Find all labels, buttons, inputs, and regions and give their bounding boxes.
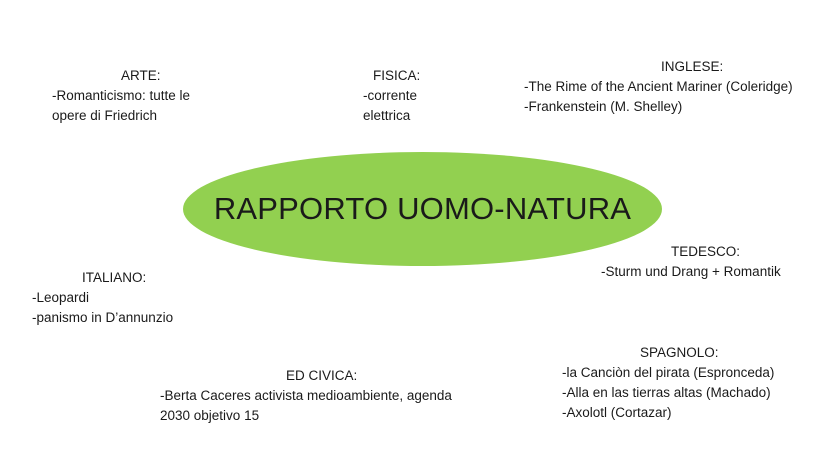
subject-italiano-line: -Leopardi	[32, 290, 90, 305]
subject-inglese-heading: INGLESE:	[661, 59, 724, 74]
central-topic-title: RAPPORTO UOMO-NATURA	[213, 191, 632, 226]
subject-tedesco-line: -Sturm und Drang + Romantik	[601, 264, 781, 279]
subject-edcivica-line: 2030 objetivo 15	[160, 408, 260, 423]
subject-tedesco: TEDESCO: -Sturm und Drang + Romantik	[601, 242, 801, 282]
subject-arte-heading: ARTE:	[121, 68, 161, 83]
subject-inglese-line: -The Rime of the Ancient Mariner (Coleri…	[524, 79, 793, 94]
subject-inglese: INGLESE: -The Rime of the Ancient Marine…	[524, 57, 814, 117]
subject-edcivica: ED CIVICA: -Berta Caceres activista medi…	[160, 366, 480, 426]
subject-italiano: ITALIANO: -Leopardi -panismo in D’annunz…	[32, 268, 202, 328]
subject-spagnolo-line: -Axolotl (Cortazar)	[562, 405, 672, 420]
subject-spagnolo: SPAGNOLO: -la Canciòn del pirata (Espron…	[562, 343, 792, 423]
subject-italiano-heading: ITALIANO:	[82, 270, 147, 285]
subject-italiano-line: -panismo in D’annunzio	[32, 310, 174, 325]
subject-edcivica-heading: ED CIVICA:	[286, 368, 358, 383]
subject-spagnolo-line: -Alla en las tierras altas (Machado)	[562, 385, 771, 400]
subject-arte-line: -Romanticismo: tutte le	[52, 88, 191, 103]
subject-inglese-line: -Frankenstein (M. Shelley)	[524, 99, 683, 114]
subject-arte-line: opere di Friedrich	[52, 108, 158, 123]
subject-spagnolo-line: -la Canciòn del pirata (Espronceda)	[562, 365, 775, 380]
subject-fisica-heading: FISICA:	[373, 68, 421, 83]
central-topic-ellipse: RAPPORTO UOMO-NATURA	[183, 152, 662, 266]
subject-fisica: FISICA: -corrente elettrica	[363, 66, 433, 126]
subject-fisica-line: -corrente	[363, 88, 418, 103]
subject-fisica-line: elettrica	[363, 108, 411, 123]
subject-tedesco-heading: TEDESCO:	[671, 244, 741, 259]
subject-spagnolo-heading: SPAGNOLO:	[640, 345, 719, 360]
subject-arte: ARTE: -Romanticismo: tutte le opere di F…	[52, 66, 212, 126]
subject-edcivica-line: -Berta Caceres activista medioambiente, …	[160, 388, 452, 403]
